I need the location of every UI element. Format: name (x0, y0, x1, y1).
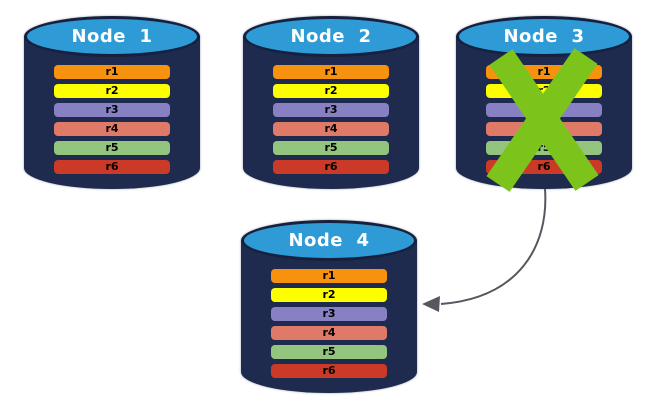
node-2-cylinder: Node 2 r1 r2 r3 r4 r5 r6 (243, 16, 419, 190)
partition-bar: r1 (54, 65, 170, 79)
partition-list: r1 r2 r3 r4 r5 r6 (54, 65, 170, 179)
partition-bar: r3 (273, 103, 389, 117)
cylinder-top (456, 16, 632, 57)
partition-list: r1 r2 r3 r4 r5 r6 (271, 269, 387, 383)
partition-bar: r6 (54, 160, 170, 174)
cylinder-top (24, 16, 200, 57)
node-1: Node 1 r1 r2 r3 r4 r5 r6 (24, 16, 200, 190)
node-2: Node 2 r1 r2 r3 r4 r5 r6 (243, 16, 419, 190)
node-4-cylinder: Node 4 r1 r2 r3 r4 r5 r6 (241, 220, 417, 394)
partition-bar: r2 (273, 84, 389, 98)
arrowhead-icon (422, 296, 440, 312)
partition-bar: r3 (54, 103, 170, 117)
partition-bar: r2 (271, 288, 387, 302)
partition-bar: r5 (54, 141, 170, 155)
partition-bar: r4 (54, 122, 170, 136)
partition-bar: r1 (273, 65, 389, 79)
partition-bar: r6 (273, 160, 389, 174)
node-4: Node 4 r1 r2 r3 r4 r5 r6 (241, 220, 417, 394)
cylinder-top (243, 16, 419, 57)
failure-x-icon (486, 48, 599, 192)
partition-bar: r5 (271, 345, 387, 359)
node-title: Node 4 (288, 230, 370, 251)
partition-bar: r2 (54, 84, 170, 98)
partition-bar: r1 (271, 269, 387, 283)
node-3: Node 3 r1 r2 r3 r4 r5 r6 (456, 16, 632, 192)
partition-bar: r4 (273, 122, 389, 136)
partition-bar: r3 (271, 307, 387, 321)
node-1-cylinder: Node 1 r1 r2 r3 r4 r5 r6 (24, 16, 200, 190)
partition-bar: r4 (271, 326, 387, 340)
partition-bar: r6 (271, 364, 387, 378)
partition-bar: r5 (273, 141, 389, 155)
cylinder-top (241, 220, 417, 261)
node-title: Node 2 (290, 26, 372, 47)
node-title: Node 1 (71, 26, 153, 47)
partition-list: r1 r2 r3 r4 r5 r6 (273, 65, 389, 179)
node-title: Node 3 (503, 26, 585, 47)
